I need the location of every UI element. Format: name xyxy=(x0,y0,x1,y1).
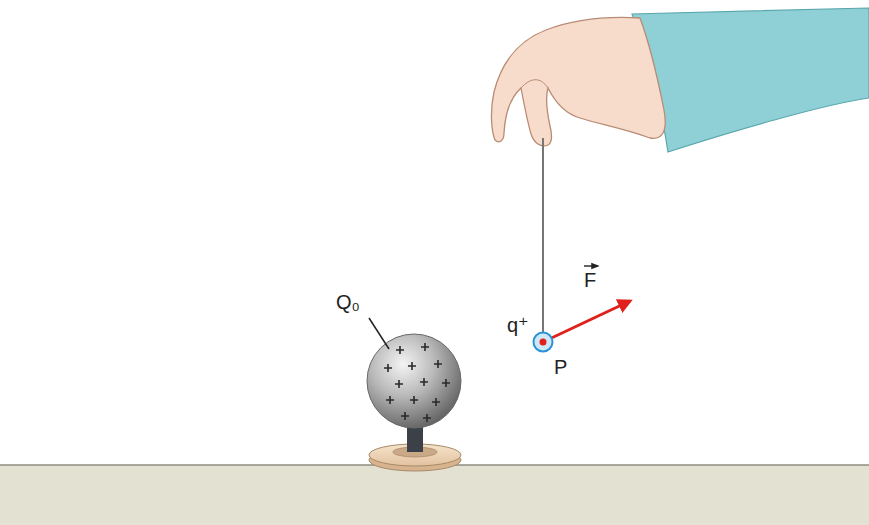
test-charge-label: q⁺ xyxy=(507,314,529,336)
charged-sphere xyxy=(367,334,461,428)
sphere-charge-label: Q₀ xyxy=(336,291,360,313)
force-vector xyxy=(543,301,630,342)
plus-sign xyxy=(384,364,392,372)
test-charge xyxy=(534,333,553,352)
plus-sign xyxy=(423,414,431,422)
plus-sign xyxy=(410,396,418,404)
plus-sign xyxy=(408,362,416,370)
plus-sign xyxy=(442,379,450,387)
finger-crease xyxy=(521,80,548,88)
plus-sign xyxy=(396,346,404,354)
plus-sign xyxy=(401,412,409,420)
vector-arrow xyxy=(584,265,598,266)
plus-sign xyxy=(434,360,442,368)
force-label: F xyxy=(584,269,596,291)
sleeve xyxy=(632,8,869,152)
plus-sign xyxy=(432,398,440,406)
leader-line xyxy=(369,318,389,349)
plus-sign xyxy=(421,343,429,351)
point-p xyxy=(540,339,547,346)
point-label: P xyxy=(554,356,567,378)
hand xyxy=(491,18,665,146)
table-top xyxy=(0,465,869,525)
plus-charges xyxy=(384,343,450,422)
plus-sign xyxy=(420,378,428,386)
plus-sign xyxy=(395,380,403,388)
thread xyxy=(542,138,544,333)
plus-sign xyxy=(386,396,394,404)
